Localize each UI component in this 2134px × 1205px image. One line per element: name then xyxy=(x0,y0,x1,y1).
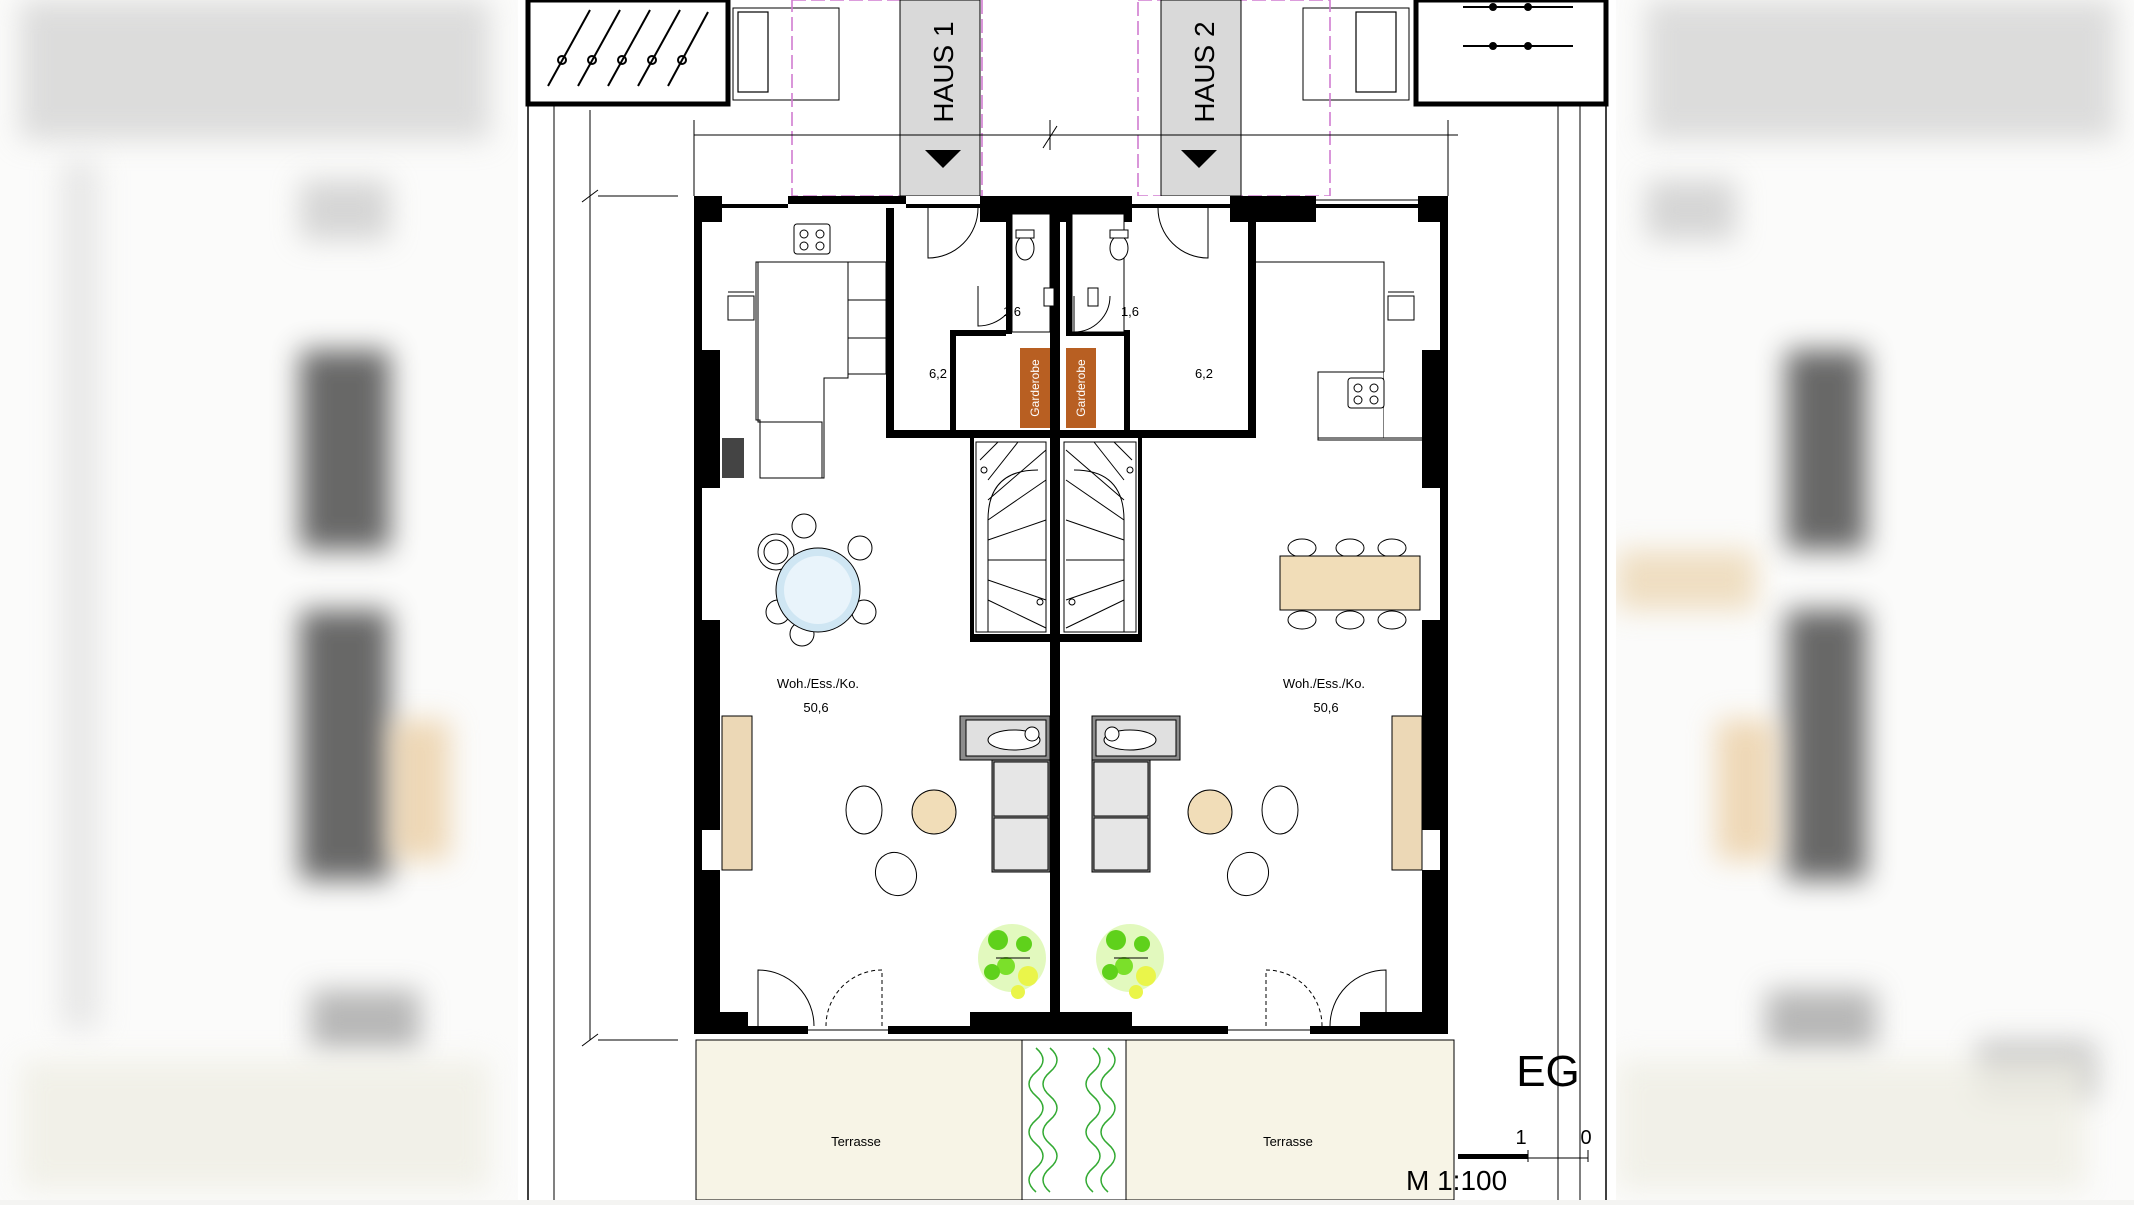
terrace-house-2 xyxy=(1125,1039,1455,1201)
entry-area-house-2: 6,2 xyxy=(1195,366,1213,381)
wardrobe-label-house-2: Garderobe xyxy=(1074,359,1088,417)
sofa-house-1 xyxy=(959,715,1051,873)
wc-area-house-1: 1,6 xyxy=(1003,304,1021,319)
level-label: EG xyxy=(1516,1047,1580,1096)
plant-icon xyxy=(1096,924,1164,999)
bike-shed-left xyxy=(525,0,731,107)
sideboard-house-2 xyxy=(1391,715,1423,871)
scale-tick-1: 1 xyxy=(1515,1127,1526,1149)
floor-plan: HAUS 1 HAUS 2 Terrasse Terrass xyxy=(518,0,1616,1201)
living-area-value-house-1: 50,6 xyxy=(803,700,828,715)
floor-plan-drawing: HAUS 1 HAUS 2 Terrasse Terrass xyxy=(525,0,1609,1201)
garden-path xyxy=(1028,1047,1116,1193)
scale-label: M 1:100 xyxy=(1406,1165,1507,1196)
bike-icon xyxy=(1463,3,1573,50)
dimension-lines xyxy=(581,110,1458,1047)
living-area-label-house-2: Woh./Ess./Ko. xyxy=(1283,676,1365,691)
property-line xyxy=(791,0,1331,197)
dining-table-house-1 xyxy=(757,513,877,647)
bike-icon xyxy=(547,9,709,87)
background-left xyxy=(0,0,518,1200)
cooktop-icon xyxy=(793,223,831,255)
plant-icon xyxy=(978,924,1046,999)
living-area-label-house-1: Woh./Ess./Ko. xyxy=(777,676,859,691)
scale-tick-0: 0 xyxy=(1580,1127,1591,1149)
kitchen-house-1 xyxy=(727,223,887,479)
house-2-label: HAUS 2 xyxy=(1189,21,1220,122)
terrace-label-house-2: Terrasse xyxy=(1263,1134,1313,1149)
site-top: HAUS 1 HAUS 2 xyxy=(525,0,1609,1200)
lounge-house-2 xyxy=(1187,785,1299,897)
wardrobe-house-1 xyxy=(1020,348,1050,428)
lounge-house-1 xyxy=(845,785,957,897)
entrance-arrow-icon xyxy=(925,150,961,168)
living-area-value-house-2: 50,6 xyxy=(1313,700,1338,715)
sofa-house-2 xyxy=(1091,715,1181,873)
wardrobe-house-2 xyxy=(1066,348,1096,428)
wc-area-house-2: 1,6 xyxy=(1121,304,1139,319)
stair-house-1 xyxy=(975,441,1047,633)
bike-shed-right xyxy=(1413,0,1609,107)
kitchen-house-2 xyxy=(1256,261,1422,441)
entrance-arrow-icon xyxy=(1181,150,1217,168)
cooktop-icon xyxy=(1347,377,1385,409)
wc xyxy=(1011,213,1129,333)
sink-icon xyxy=(727,295,755,321)
terraces: Terrasse Terrasse xyxy=(695,1039,1455,1201)
entry-area-house-1: 6,2 xyxy=(929,366,947,381)
terrace-label-house-1: Terrasse xyxy=(831,1134,881,1149)
terrace-house-1 xyxy=(695,1039,1023,1201)
background-right xyxy=(1616,0,2134,1200)
dining-table-house-2 xyxy=(1279,538,1421,630)
scale-bar xyxy=(1458,1150,1589,1162)
house-1-label: HAUS 1 xyxy=(928,21,959,122)
wardrobe-label-house-1: Garderobe xyxy=(1028,359,1042,417)
sideboard-house-1 xyxy=(721,715,753,871)
stair-house-2 xyxy=(1063,441,1137,633)
sink-icon xyxy=(1387,295,1415,321)
